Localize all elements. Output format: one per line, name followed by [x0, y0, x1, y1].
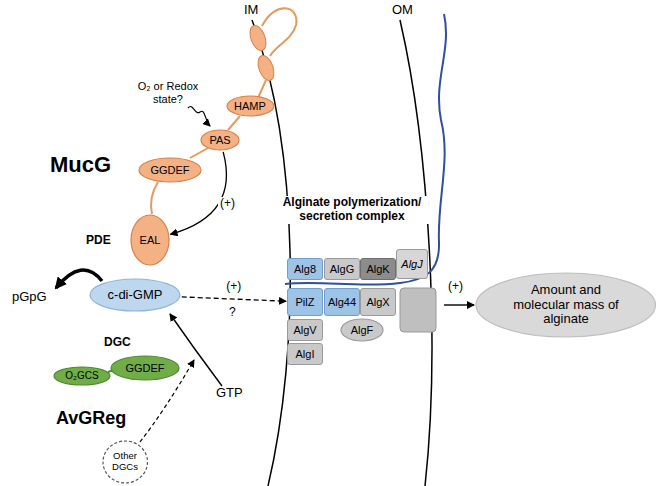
- inner-membrane: [252, 20, 290, 486]
- node-text: AlgG: [330, 263, 354, 276]
- domain-ellipse: AlgF: [340, 318, 384, 342]
- transmembrane-helix: [247, 23, 269, 52]
- node-text: AlgV: [293, 324, 316, 337]
- protein-box: AlgV: [287, 319, 323, 341]
- node-text: GGDEF: [150, 164, 189, 177]
- protein-box: AlgI: [287, 343, 323, 365]
- effect-arrow: [444, 304, 474, 305]
- text-label: (+): [448, 280, 463, 294]
- text-label: pGpG: [12, 290, 47, 305]
- domain-ellipse: O₂GCS: [53, 366, 111, 386]
- domain-ellipse: Other DGCs: [102, 440, 149, 484]
- ellipse-shape: [139, 158, 201, 182]
- ellipse-shape: [227, 96, 274, 116]
- text-label: AvGReg: [56, 408, 126, 429]
- protein-box: AlgK: [360, 258, 396, 280]
- domain-ellipse: GGDEF: [138, 157, 202, 183]
- node-text: AlgI: [296, 348, 315, 361]
- edge-label: (+): [224, 280, 243, 293]
- protein-box: Alg8: [287, 258, 323, 280]
- protein-linker: [190, 148, 208, 158]
- connector: [182, 297, 286, 301]
- protein-box: AlgX: [360, 288, 396, 316]
- ellipse-shape: [54, 367, 110, 385]
- ellipse-shape: [111, 356, 179, 380]
- text-label: PDE: [86, 234, 111, 248]
- protein-box: AlgG: [324, 258, 360, 280]
- domain-ellipse: GGDEF: [110, 355, 180, 381]
- node-text: O₂GCS: [65, 370, 98, 382]
- ellipse-shape: [90, 279, 180, 311]
- node-text: PilZ: [296, 296, 315, 309]
- ellipse-shape: [103, 441, 148, 483]
- transmembrane-helix: [255, 53, 277, 82]
- protein-box: Alg44: [324, 288, 360, 316]
- text-label: GTP: [216, 386, 243, 401]
- ellipse-shape: [476, 273, 656, 337]
- text-label: Alginate polymerization/ secretion compl…: [272, 196, 432, 224]
- node-text: c-di-GMP: [108, 288, 163, 303]
- text-label: OM: [392, 3, 413, 18]
- node-text: Amount and molecular mass of alginate: [501, 283, 631, 328]
- node-text: AlgK: [366, 263, 389, 276]
- periplasmic-loop: [262, 8, 296, 56]
- domain-ellipse: EAL: [130, 214, 170, 266]
- signal-arrow: [188, 106, 210, 126]
- node-text: Other DGCs: [110, 451, 140, 473]
- node-text: AlgJ: [401, 258, 422, 271]
- node-text: AlgF: [351, 324, 374, 337]
- node-text: HAMP: [234, 100, 266, 113]
- domain-ellipse: Amount and molecular mass of alginate: [475, 272, 657, 338]
- ellipse-shape: [341, 319, 383, 341]
- node-text: GGDEF: [125, 362, 164, 375]
- protein-box: PilZ: [287, 288, 323, 316]
- node-text: AlgX: [366, 296, 389, 309]
- porin-box: [400, 288, 436, 332]
- ellipse-shape: [131, 215, 169, 265]
- protein-linker: [151, 182, 158, 214]
- node-text: PAS: [209, 134, 230, 147]
- protein-linker: [228, 116, 240, 130]
- text-label: IM: [244, 3, 258, 18]
- degradation-arrow: [56, 270, 102, 288]
- text-label: ?: [229, 306, 236, 320]
- domain-ellipse: c-di-GMP: [89, 278, 181, 312]
- edge-label: (+): [218, 197, 237, 210]
- text-label: DGC: [104, 336, 131, 350]
- domain-ellipse: HAMP: [226, 95, 275, 117]
- protein-box: AlgJ: [396, 249, 428, 279]
- synthesis-arrow: [170, 314, 222, 386]
- domain-ellipse: PAS: [200, 129, 240, 151]
- node-text: Alg8: [294, 263, 316, 276]
- node-text: EAL: [140, 234, 161, 247]
- node-text: Alg44: [328, 296, 356, 309]
- text-label: MucG: [50, 152, 111, 177]
- alginate-strand: [285, 14, 446, 285]
- protein-linker: [258, 80, 266, 98]
- text-label: O₂ or Redox state?: [128, 80, 208, 105]
- ellipse-shape: [201, 130, 239, 150]
